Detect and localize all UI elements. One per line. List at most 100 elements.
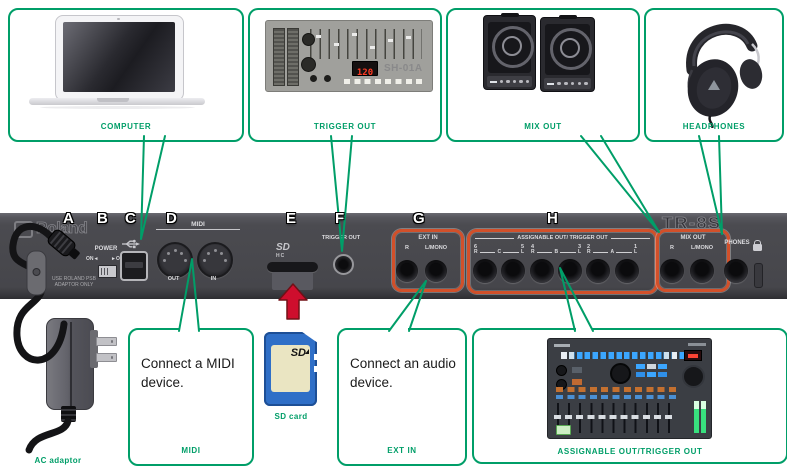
phones-jack [724,259,748,283]
speaker-right [540,15,595,92]
section-letter-d: D [166,210,177,227]
section-letter-f: F [335,210,345,227]
callout-headphones-label: HEADPHONES [682,122,746,131]
tr8s-logo: TR-8S [662,213,722,233]
mix-out-group: MIX OUT R L/MONO [656,229,730,292]
section-letter-g: G [413,210,425,227]
section-letter-h: H [547,210,558,227]
ac-prong-bottom [96,353,117,362]
ext-in-callout-text: Connect an audio device. [350,356,456,391]
security-lock-icon [753,239,762,251]
sd-slot-guide [272,272,313,290]
usb-icon [122,239,140,249]
laptop-display [63,22,175,92]
ac-prong-top [96,337,117,346]
assignable-jack-3 [558,259,582,283]
assignable-callout-label: ASSIGNABLE OUT/TRIGGER OUT [557,447,703,456]
laptop-notch [97,98,129,102]
ac-plug-plate [90,330,98,368]
phones-label: PHONES [724,240,750,246]
section-letter-c: C [125,210,136,227]
ext-in-label: EXT IN [418,235,438,241]
laptop-base [29,98,205,105]
ext-in-callout-label: EXT IN [387,446,417,455]
mx1-master-knob [682,365,705,388]
mix-out-r-jack [660,259,684,283]
usb-port [120,251,148,281]
sd-card-slot [267,262,318,272]
ac-adaptor-body [46,318,94,410]
sd-card-image: SD [264,332,317,406]
callout-midi: Connect a MIDI device. MIDI [128,328,254,466]
mix-out-lmono-jack [690,259,714,283]
callout-assignable: ASSIGNABLE OUT/TRIGGER OUT [472,328,787,464]
roland-mark-icon [14,220,33,238]
mx1-vu-left [694,401,699,433]
ext-in-lmono-jack [425,260,447,282]
assignable-jack-4 [530,259,554,283]
synth-ribbon-left [273,28,285,86]
roland-logo: Roland [14,220,88,238]
security-slot [754,263,763,288]
callout-trigger-out: 120 SH-01A TRIGGER OUT [248,8,442,142]
synth-sliders [310,29,422,59]
synth-knob-2 [301,57,316,72]
mx1-vu-right [701,401,706,433]
sd-card-label-area: SD [271,345,310,392]
assignable-jack-1 [615,259,639,283]
synth-model-label: SH-01A [384,63,423,74]
synth-ribbon-right [287,28,299,86]
assignable-jack-6 [473,259,497,283]
ac-strain-relief [61,406,76,422]
midi-rule [156,229,240,230]
ac-adaptor-label: AC adaptor [34,456,82,465]
laptop-shadow [40,106,195,109]
ac-cable-lower [25,417,72,454]
section-letter-a: A [63,210,74,227]
ext-in-r-jack [396,260,418,282]
ext-in-group: EXT IN R L/MONO [392,229,464,292]
synth-image: 120 SH-01A [265,20,433,92]
mx1-led-row [561,352,687,359]
assignable-label: ASSIGNABLE OUT/ TRIGGER OUT [517,235,608,241]
assignable-jack-5 [501,259,525,283]
laptop-camera [117,17,120,20]
mx1-image [547,338,712,439]
midi-in-label: IN [210,276,217,282]
callout-mix-out: MIX OUT [446,8,640,142]
mx1-value-knob [610,363,631,384]
synth-led-display: 120 [352,61,378,78]
assignable-jack-2 [586,259,610,283]
midi-in-jack [197,242,233,278]
dc-in-jack [60,239,73,252]
callout-headphones: HEADPHONES [644,8,784,142]
trigger-out-jack [333,254,354,275]
sdhc-logo: SD HC [276,242,290,259]
sd-card-label: SD card [274,412,308,421]
trigger-out-label: TRIGGER OUT [321,235,361,241]
synth-knob [302,33,315,46]
section-letter-e: E [286,210,297,227]
speaker-left [483,13,536,90]
power-label: POWER [94,246,118,252]
adaptor-note: USE ROLAND PSB ADAPTOR ONLY [52,276,96,288]
midi-callout-label: MIDI [181,446,201,455]
mix-out-label: MIX OUT [680,235,706,241]
callout-mix-out-label: MIX OUT [524,122,562,131]
rear-panel: Roland USE ROLAND PSB ADAPTOR ONLY POWER… [0,213,787,299]
callout-computer: COMPUTER [8,8,244,142]
midi-out-label: OUT [167,276,180,282]
headphones-image [686,24,763,128]
mx1-display [684,350,702,361]
callout-trigger-out-label: TRIGGER OUT [313,122,377,131]
midi-callout-text: Connect a MIDI device. [141,356,235,391]
synth-buttons [344,79,426,84]
callout-ext-in: Connect an audio device. EXT IN [337,328,467,466]
section-letter-b: B [97,210,108,227]
callout-computer-label: COMPUTER [100,122,152,131]
